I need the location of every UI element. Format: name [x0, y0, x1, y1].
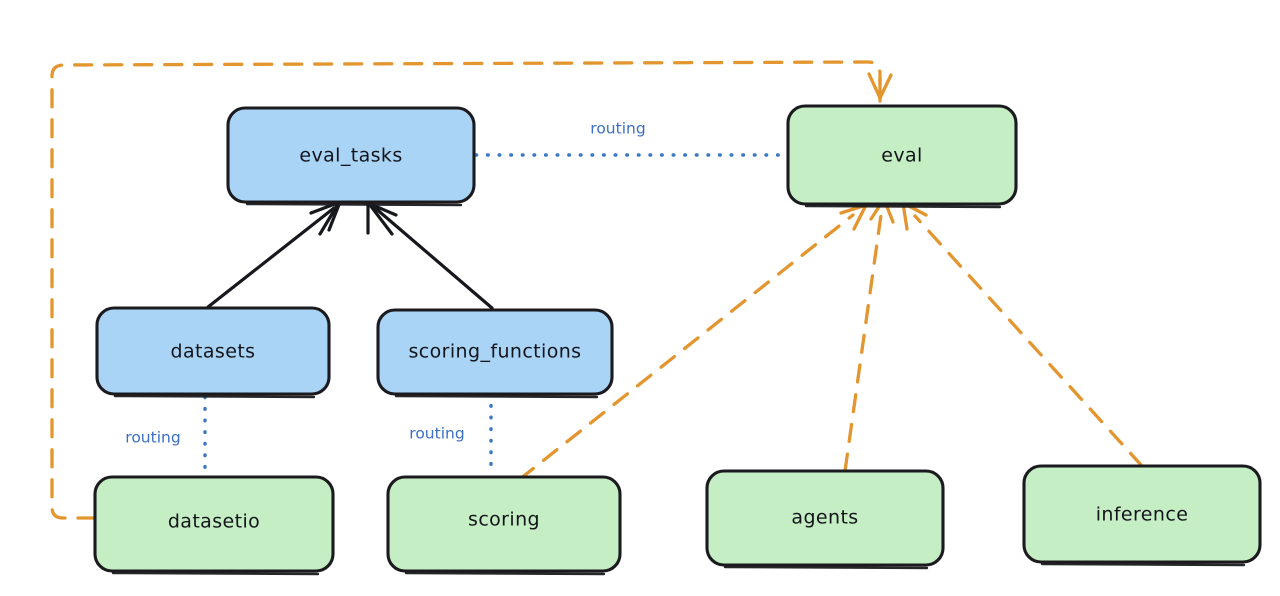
- edge-label-routing-eval-tasks-eval: routing: [590, 120, 645, 138]
- node-datasetio[interactable]: datasetio: [93, 475, 335, 576]
- edge-datasetio-to-eval: [50, 60, 893, 520]
- node-eval-shape: [786, 104, 1018, 206]
- node-eval-tasks-label: eval_tasks: [299, 145, 402, 167]
- node-agents[interactable]: agents: [705, 469, 945, 570]
- node-inference-label: inference: [1096, 504, 1189, 526]
- node-scoring-label: scoring: [468, 509, 540, 531]
- node-scoring-functions-shape: [376, 308, 614, 396]
- node-scoring-shape: [386, 475, 622, 573]
- node-datasets[interactable]: datasets: [95, 306, 331, 399]
- node-scoring-functions-label: scoring_functions: [409, 341, 582, 363]
- node-inference[interactable]: inference: [1022, 464, 1262, 567]
- node-eval[interactable]: eval: [786, 104, 1018, 209]
- node-eval-tasks-shape: [226, 106, 476, 204]
- edge-scoring-functions-to-eval-tasks: [366, 201, 494, 310]
- edge-inference-to-eval: [901, 201, 1144, 468]
- edge-agents-to-eval: [843, 197, 895, 473]
- edge-label-routing-datasets-datasetio: routing: [125, 429, 180, 447]
- node-scoring[interactable]: scoring: [386, 475, 622, 576]
- node-datasetio-shape: [93, 475, 335, 573]
- node-eval-label: eval: [881, 145, 922, 167]
- node-scoring-functions[interactable]: scoring_functions: [376, 308, 614, 399]
- node-datasetio-label: datasetio: [168, 511, 260, 533]
- node-datasets-label: datasets: [171, 341, 256, 363]
- node-datasets-shape: [95, 306, 331, 396]
- node-agents-label: agents: [791, 507, 858, 529]
- edge-label-routing-scoring-functions-scoring: routing: [409, 425, 464, 443]
- node-eval-tasks[interactable]: eval_tasks: [226, 106, 476, 207]
- node-agents-shape: [705, 469, 945, 567]
- edge-datasets-to-eval-tasks: [206, 200, 342, 309]
- node-inference-shape: [1022, 464, 1262, 564]
